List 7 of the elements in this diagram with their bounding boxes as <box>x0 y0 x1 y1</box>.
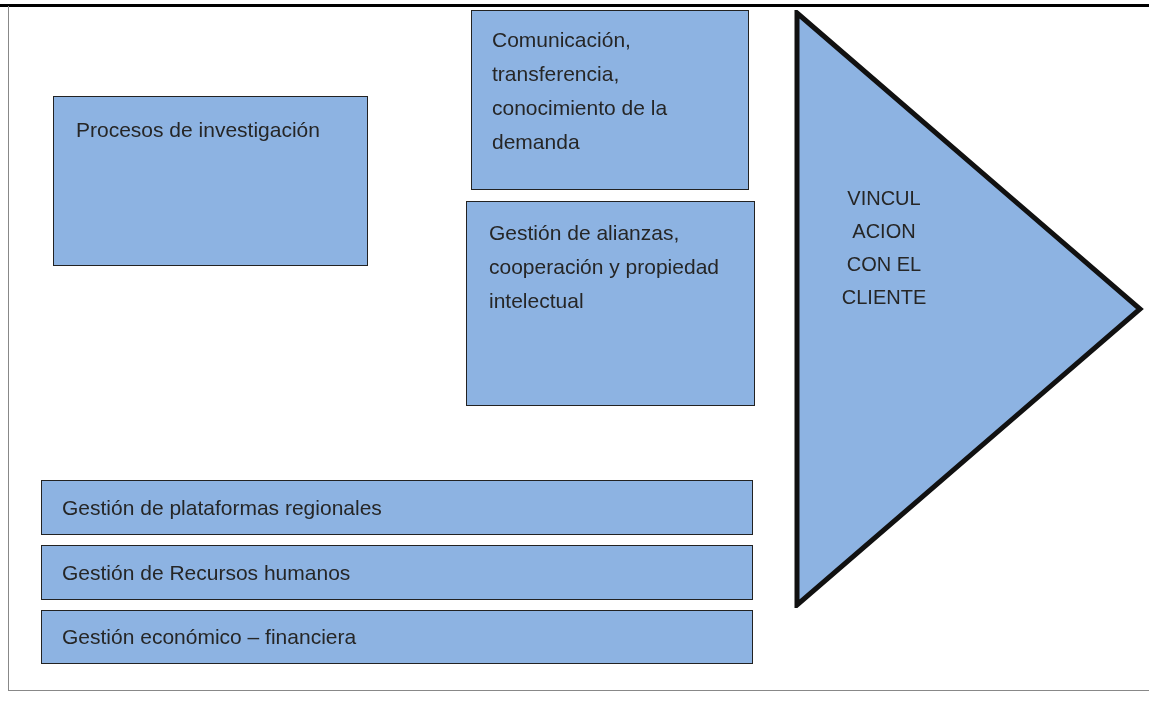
triangle-label: VINCUL ACION CON EL CLIENTE <box>840 186 928 310</box>
process-bar: Gestión de plataformas regionales <box>41 480 753 535</box>
process-bar: Gestión de Recursos humanos <box>41 545 753 600</box>
process-box: Gestión de alianzas, cooperación y propiedad intelectual <box>466 201 755 406</box>
process-box: Comunicación, transferencia, conocimiento de la demanda <box>471 10 749 190</box>
process-bar: Gestión económico – financiera <box>41 610 753 664</box>
process-box: Procesos de investigación <box>53 96 368 266</box>
